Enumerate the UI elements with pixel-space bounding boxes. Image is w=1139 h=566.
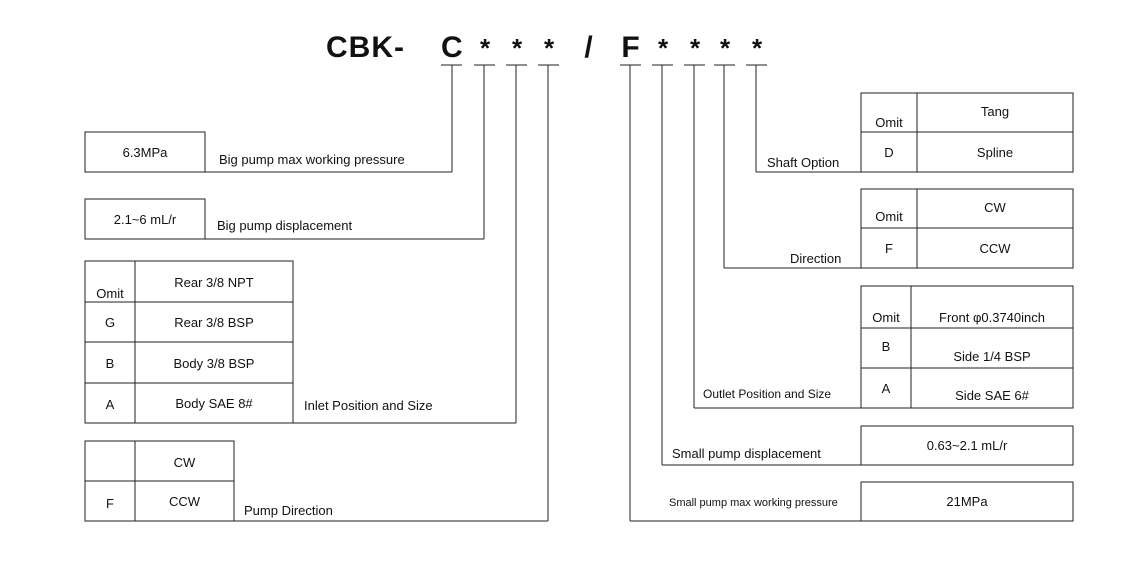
pump-dir-cw: CW <box>173 455 196 470</box>
small-displacement-label: Small pump displacement <box>672 446 821 461</box>
inlet-desc-body-bsp: Body 3/8 BSP <box>173 356 255 371</box>
small-displacement-value: 0.63~2.1 mL/r <box>926 438 1008 453</box>
code-c: C <box>441 31 464 64</box>
big-pressure-value: 6.3MPa <box>122 145 168 160</box>
code-star-1: * <box>479 33 491 63</box>
outlet-side-bsp: Side 1/4 BSP <box>953 349 1031 364</box>
direction-label: Direction <box>790 251 842 266</box>
code-star-5: * <box>689 33 701 63</box>
inlet-desc-rear-npt: Rear 3/8 NPT <box>174 275 254 290</box>
dir-code-omit: Omit <box>875 209 903 224</box>
code-star-2: * <box>511 33 523 63</box>
big-pressure-label: Big pump max working pressure <box>219 152 405 167</box>
shaft-code-omit: Omit <box>875 115 903 130</box>
pump-dir-ccw: CCW <box>168 494 201 509</box>
pump-direction-label: Pump Direction <box>244 503 333 518</box>
inlet-label: Inlet Position and Size <box>304 398 433 413</box>
shaft-spline: Spline <box>976 145 1014 160</box>
inlet-code-b: B <box>105 356 115 371</box>
outlet-code-b: B <box>881 339 891 354</box>
code-f: F <box>621 31 641 64</box>
outlet-label: Outlet Position and Size <box>703 387 832 401</box>
dir-ccw: CCW <box>979 241 1011 256</box>
code-star-7: * <box>751 33 763 63</box>
small-pressure-value: 21MPa <box>946 494 988 509</box>
inlet-code-omit: Omit <box>96 286 124 301</box>
big-displacement-label: Big pump displacement <box>217 218 353 233</box>
code-star-3: * <box>543 33 555 63</box>
code-prefix: CBK- <box>326 31 405 64</box>
small-pressure-label: Small pump max working pressure <box>669 497 838 509</box>
code-star-4: * <box>657 33 669 63</box>
pump-dir-code-f: F <box>106 496 114 511</box>
dir-cw: CW <box>984 200 1006 215</box>
inlet-desc-rear-bsp: Rear 3/8 BSP <box>174 315 254 330</box>
inlet-desc-body-sae: Body SAE 8# <box>175 396 253 411</box>
code-slash: / <box>584 31 594 64</box>
outlet-front: Front φ0.3740inch <box>939 310 1045 325</box>
code-star-6: * <box>719 33 731 63</box>
inlet-code-a: A <box>105 397 115 412</box>
outlet-code-omit: Omit <box>872 310 900 325</box>
dir-code-f: F <box>885 241 893 256</box>
outlet-code-a: A <box>881 381 891 396</box>
shaft-tang: Tang <box>980 104 1010 119</box>
inlet-code-g: G <box>104 315 116 330</box>
shaft-code-d: D <box>884 145 894 160</box>
shaft-option-label: Shaft Option <box>767 155 840 170</box>
outlet-side-sae: Side SAE 6# <box>955 388 1029 403</box>
big-displacement-value: 2.1~6 mL/r <box>113 212 177 227</box>
